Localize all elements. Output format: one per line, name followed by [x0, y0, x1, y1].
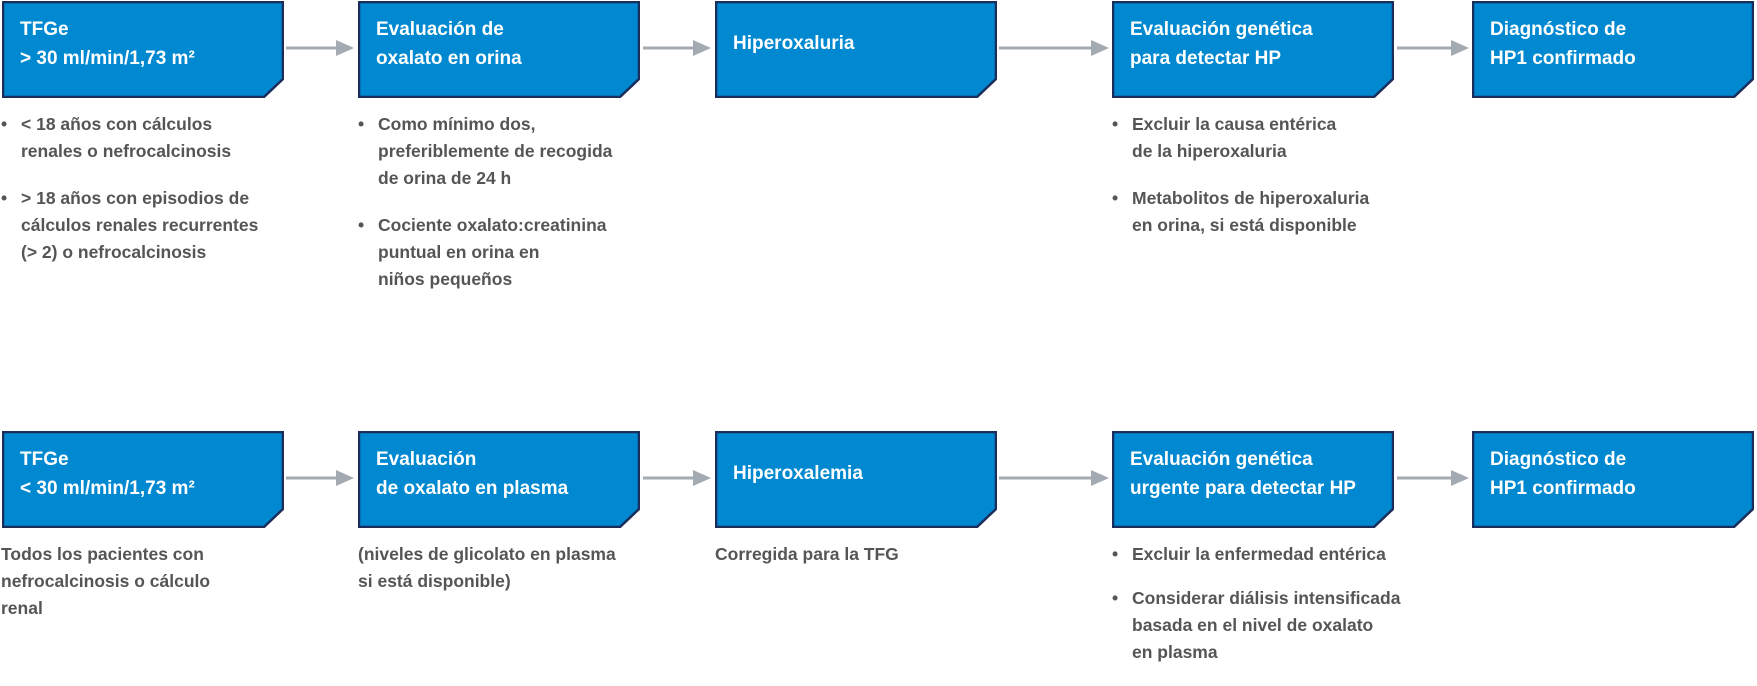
note-hyperoxalemia: Corregida para la TFG: [715, 544, 899, 564]
note-item: Excluir la causa entérica de la hiperoxa…: [1112, 111, 1412, 165]
note-item: > 18 años con episodios de cálculos rena…: [1, 185, 301, 266]
box-label: Evaluación de oxalato en plasma: [376, 449, 569, 499]
note-egfr-below-30: Todos los pacientes con nefrocalcinosis …: [1, 544, 211, 618]
arrow-right: [286, 470, 354, 486]
box-hyperoxalemia: Hiperoxalemia: [715, 431, 997, 528]
arrow-right: [1397, 470, 1469, 486]
box-shape: [1472, 1, 1754, 98]
box-label: Hiperoxaluria: [733, 33, 855, 54]
box-hyperoxaluria: Hiperoxaluria: [715, 1, 997, 98]
notes-genetic-evaluation: Excluir la causa entérica de la hiperoxa…: [1112, 111, 1412, 259]
box-label: Evaluación genética urgente para detecta…: [1130, 449, 1356, 499]
box-shape: [1112, 431, 1394, 528]
note-item: Considerar diálisis intensificada basada…: [1112, 585, 1432, 666]
box-plasma-oxalate: Evaluación de oxalato en plasma: [358, 431, 640, 528]
box-urgent-genetic-evaluation: Evaluación genética urgente para detecta…: [1112, 431, 1394, 528]
box-shape: [1112, 1, 1394, 98]
note-item: Como mínimo dos, preferiblemente de reco…: [358, 111, 658, 192]
note-item: Excluir la enfermedad entérica: [1112, 541, 1432, 568]
box-egfr-below-30: TFGe < 30 ml/min/1,73 m²: [2, 431, 284, 528]
box-hp1-confirmed: Diagnóstico de HP1 confirmado: [1472, 1, 1754, 98]
arrow-right: [999, 40, 1109, 56]
box-shape: [358, 431, 640, 528]
box-genetic-evaluation: Evaluación genética para detectar HP: [1112, 1, 1394, 98]
arrow-right: [643, 470, 711, 486]
box-label: Evaluación de oxalato en orina: [376, 19, 522, 69]
box-urine-oxalate: Evaluación de oxalato en orina: [358, 1, 640, 98]
arrow-right: [286, 40, 354, 56]
note-item: Cociente oxalato:creatinina puntual en o…: [358, 212, 658, 293]
box-hp1-confirmed-2: Diagnóstico de HP1 confirmado: [1472, 431, 1754, 528]
box-label: TFGe > 30 ml/min/1,73 m²: [20, 19, 195, 69]
notes-urine-oxalate: Como mínimo dos, preferiblemente de reco…: [358, 111, 658, 313]
box-shape: [2, 431, 284, 528]
box-label: Diagnóstico de HP1 confirmado: [1490, 449, 1636, 499]
notes-urgent-genetic-evaluation: Excluir la enfermedad entérica Considera…: [1112, 541, 1432, 686]
note-item: < 18 años con cálculos renales o nefroca…: [1, 111, 301, 165]
note-plasma-oxalate: (niveles de glicolato en plasma si está …: [358, 544, 616, 591]
box-shape: [358, 1, 640, 98]
box-egfr-above-30: TFGe > 30 ml/min/1,73 m²: [2, 1, 284, 98]
arrow-right: [643, 40, 711, 56]
notes-egfr-above-30: < 18 años con cálculos renales o nefroca…: [1, 111, 301, 286]
arrow-right: [1397, 40, 1469, 56]
box-label: TFGe < 30 ml/min/1,73 m²: [20, 449, 195, 499]
box-label: Hiperoxalemia: [733, 463, 863, 484]
arrow-right: [999, 470, 1109, 486]
box-label: Evaluación genética para detectar HP: [1130, 19, 1313, 69]
box-shape: [715, 1, 997, 98]
box-label: Diagnóstico de HP1 confirmado: [1490, 19, 1636, 69]
box-shape: [2, 1, 284, 98]
note-item: Metabolitos de hiperoxaluria en orina, s…: [1112, 185, 1412, 239]
box-shape: [1472, 431, 1754, 528]
box-shape: [715, 431, 997, 528]
